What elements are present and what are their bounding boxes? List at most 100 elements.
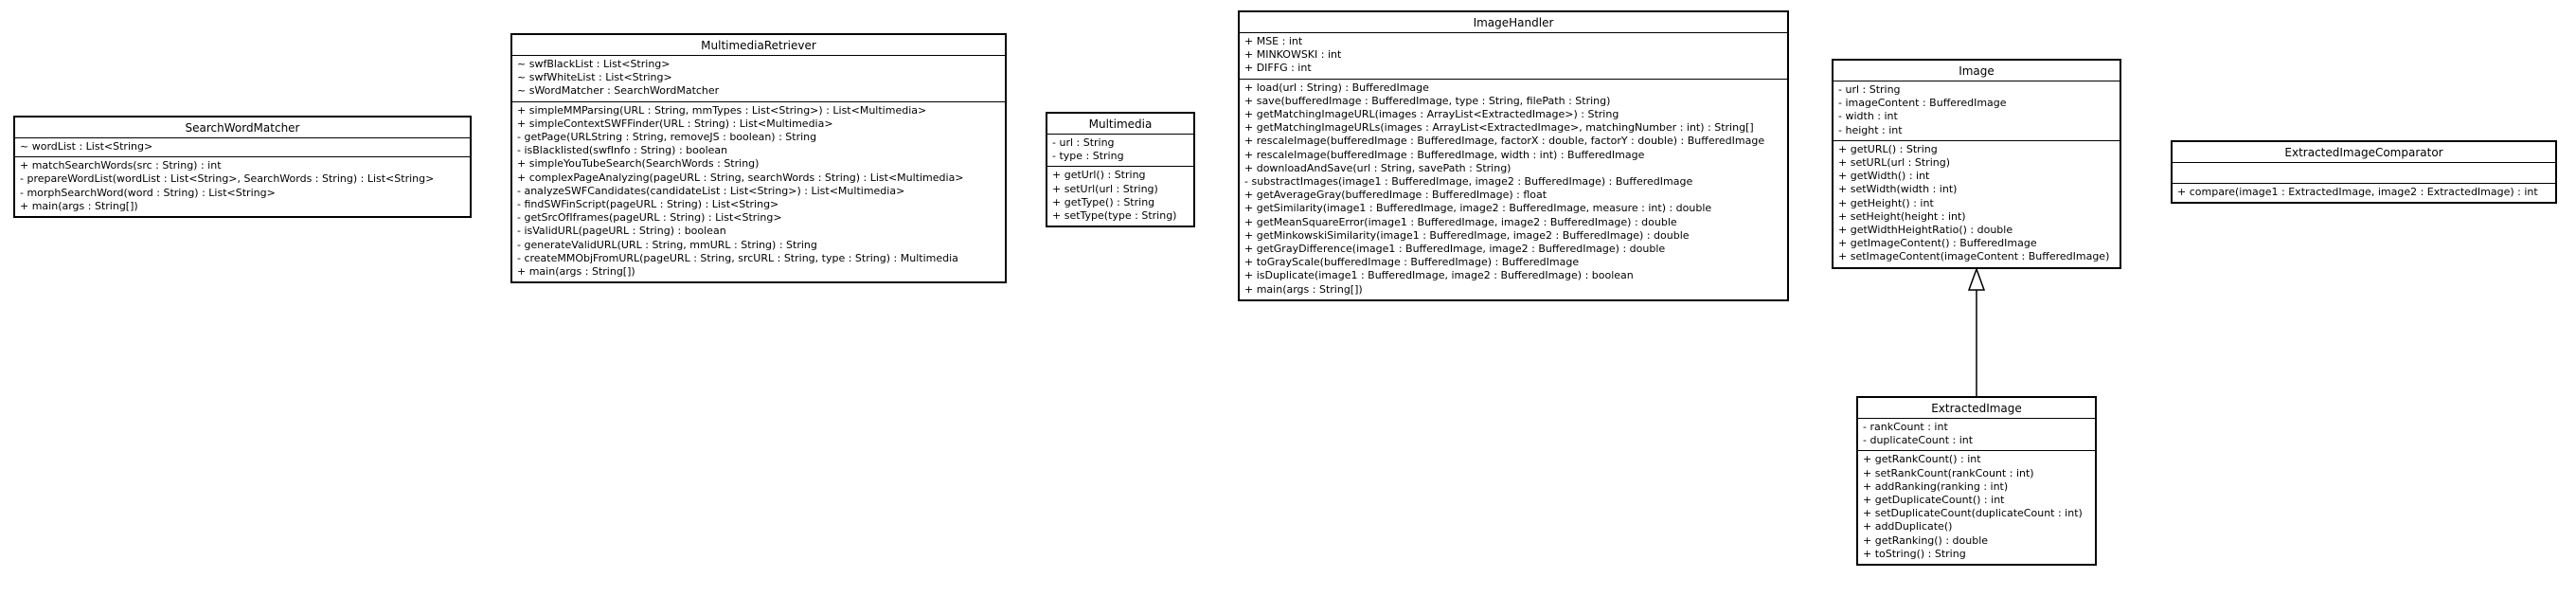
class-multimedia[interactable]: Multimedia - url : String- type : String… — [1046, 112, 1195, 228]
operations-compartment: + getRankCount() : int+ setRankCount(ran… — [1858, 451, 2095, 564]
operation-row: - morphSearchWord(word : String) : List<… — [20, 186, 276, 199]
operation-row: + toString() : String — [1863, 547, 1966, 560]
operation-row: - findSWFinScript(pageURL : String) : Li… — [517, 198, 779, 211]
operation-row: + getSimilarity(image1 : BufferedImage, … — [1244, 202, 1712, 215]
attributes-compartment — [2173, 163, 2555, 184]
attribute-row: ~ swfBlackList : List<String> — [517, 58, 671, 70]
class-image-handler[interactable]: ImageHandler + MSE : int+ MINKOWSKI : in… — [1238, 10, 1789, 301]
operation-row: - isBlacklisted(swfInfo : String) : bool… — [517, 144, 728, 157]
operation-row: + getURL() : String — [1838, 142, 1938, 155]
class-name: MultimediaRetriever — [512, 35, 1005, 56]
operation-row: + load(url : String) : BufferedImage — [1244, 81, 1429, 94]
operation-row: + setImageContent(imageContent : Buffere… — [1838, 250, 2110, 263]
operation-row: + getWidthHeightRatio() : double — [1838, 224, 2013, 237]
operation-row: + getGrayDifference(image1 : BufferedIma… — [1244, 243, 1666, 256]
operation-row: + downloadAndSave(url : String, savePath… — [1244, 161, 1512, 174]
operation-row: + isDuplicate(image1 : BufferedImage, im… — [1244, 269, 1634, 282]
operation-row: - analyzeSWFCandidates(candidateList : L… — [517, 184, 905, 197]
operation-row: - getPage(URLString : String, removeJS :… — [517, 131, 817, 144]
operation-row: + getUrl() : String — [1052, 169, 1146, 182]
attributes-compartment: - rankCount : int- duplicateCount : int — [1858, 419, 2095, 452]
attribute-row: - height : int — [1838, 123, 1903, 136]
operation-row: + getType() : String — [1052, 195, 1155, 208]
operation-row: + save(bufferedImage : BufferedImage, ty… — [1244, 94, 1611, 107]
operation-row: + getMatchingImageURLs(images : ArrayLis… — [1244, 121, 1754, 135]
operation-row: + simpleYouTubeSearch(SearchWords : Stri… — [517, 157, 760, 171]
class-image[interactable]: Image - url : String- imageContent : Buf… — [1832, 59, 2121, 269]
operation-row: + addRanking(ranking : int) — [1863, 479, 2009, 493]
operation-row: + matchSearchWords(src : String) : int — [20, 159, 222, 172]
operation-row: + main(args : String[]) — [1244, 282, 1363, 296]
class-name: Multimedia — [1047, 114, 1193, 135]
generalization-triangle-head — [1967, 266, 1986, 291]
operation-row: + getWidth() : int — [1838, 170, 1930, 183]
attribute-row: ~ swfWhiteList : List<String> — [517, 71, 672, 84]
operation-row: - isValidURL(pageURL : String) : boolean — [517, 225, 726, 238]
operation-row: + getRankCount() : int — [1863, 453, 1981, 466]
attribute-row: + MSE : int — [1244, 35, 1303, 47]
attribute-row: - duplicateCount : int — [1863, 434, 1974, 447]
attribute-row: - width : int — [1838, 110, 1898, 123]
class-extracted-image-comparator[interactable]: ExtractedImageComparator + compare(image… — [2171, 140, 2557, 205]
attributes-compartment: - url : String- imageContent : BufferedI… — [1834, 81, 2120, 141]
operations-compartment: + compare(image1 : ExtractedImage, image… — [2173, 184, 2555, 202]
operation-row: + simpleContextSWFFinder(URL : String) :… — [517, 117, 833, 130]
operation-row: + getMinkowskiSimilarity(image1 : Buffer… — [1244, 228, 1690, 242]
operation-row: + setRankCount(rankCount : int) — [1863, 466, 2034, 479]
operation-row: + getMatchingImageURL(images : ArrayList… — [1244, 108, 1619, 121]
class-name: ExtractedImage — [1858, 398, 2095, 419]
operation-row: + complexPageAnalyzing(pageURL : String,… — [517, 171, 964, 184]
attribute-row: - type : String — [1052, 150, 1124, 163]
operations-compartment: + load(url : String) : BufferedImage+ sa… — [1240, 80, 1787, 299]
operation-row: + toGrayScale(bufferedImage : BufferedIm… — [1244, 256, 1580, 269]
operation-row: + setDuplicateCount(duplicateCount : int… — [1863, 507, 2083, 520]
operation-row: + setUrl(url : String) — [1052, 182, 1158, 195]
attribute-row: ~ wordList : List<String> — [20, 140, 153, 153]
attribute-row: ~ sWordMatcher : SearchWordMatcher — [517, 84, 720, 98]
operation-row: + getHeight() : int — [1838, 196, 1934, 209]
class-name: ExtractedImageComparator — [2173, 142, 2555, 163]
class-name: Image — [1834, 61, 2120, 81]
operation-row: + setURL(url : String) — [1838, 156, 1951, 170]
operations-compartment: + getURL() : String+ setURL(url : String… — [1834, 141, 2120, 267]
class-multimedia-retriever[interactable]: MultimediaRetriever ~ swfBlackList : Lis… — [510, 33, 1007, 284]
operation-row: + main(args : String[]) — [20, 199, 138, 212]
operation-row: - substractImages(image1 : BufferedImage… — [1244, 175, 1693, 189]
operation-row: + setWidth(width : int) — [1838, 183, 1958, 196]
operation-row: + rescaleImage(bufferedImage : BufferedI… — [1244, 148, 1645, 161]
class-name: SearchWordMatcher — [15, 117, 470, 138]
operation-row: - createMMObjFromURL(pageURL : String, s… — [517, 251, 958, 264]
operation-row: - prepareWordList(wordList : List<String… — [20, 172, 435, 186]
attribute-row: - url : String — [1052, 136, 1115, 149]
class-extracted-image[interactable]: ExtractedImage - rankCount : int- duplic… — [1856, 396, 2097, 567]
operation-row: + getDuplicateCount() : int — [1863, 494, 2005, 507]
attributes-compartment: ~ wordList : List<String> — [15, 138, 470, 158]
operation-row: + main(args : String[]) — [517, 265, 635, 279]
attributes-compartment: ~ swfBlackList : List<String>~ swfWhiteL… — [512, 56, 1005, 102]
attribute-row: - url : String — [1838, 83, 1901, 96]
operation-row: - getSrcOfIframes(pageURL : String) : Li… — [517, 211, 782, 225]
operations-compartment: + getUrl() : String+ setUrl(url : String… — [1047, 167, 1193, 226]
attribute-row: - imageContent : BufferedImage — [1838, 97, 2007, 110]
operation-row: + getImageContent() : BufferedImage — [1838, 237, 2037, 250]
operation-row: + getRanking() : double — [1863, 533, 1989, 547]
attribute-row: - rankCount : int — [1863, 421, 1948, 433]
operations-compartment: + matchSearchWords(src : String) : int- … — [15, 157, 470, 216]
attributes-compartment: - url : String- type : String — [1047, 135, 1193, 168]
operation-row: + addDuplicate() — [1863, 520, 1953, 533]
operation-row: + getMeanSquareError(image1 : BufferedIm… — [1244, 215, 1677, 228]
attributes-compartment: + MSE : int+ MINKOWSKI : int+ DIFFG : in… — [1240, 33, 1787, 80]
operation-row: + rescaleImage(bufferedImage : BufferedI… — [1244, 135, 1765, 148]
operation-row: - generateValidURL(URL : String, mmURL :… — [517, 238, 817, 251]
attribute-row: + MINKOWSKI : int — [1244, 48, 1342, 62]
operation-row: + getAverageGray(bufferedImage : Buffere… — [1244, 189, 1547, 202]
operation-row: + simpleMMParsing(URL : String, mmTypes … — [517, 103, 927, 117]
class-name: ImageHandler — [1240, 12, 1787, 33]
operation-row: + setHeight(height : int) — [1838, 209, 1966, 223]
operation-row: + setType(type : String) — [1052, 209, 1177, 223]
operation-row: + compare(image1 : ExtractedImage, image… — [2177, 186, 2538, 198]
attribute-row: + DIFFG : int — [1244, 62, 1312, 75]
operations-compartment: + simpleMMParsing(URL : String, mmTypes … — [512, 102, 1005, 282]
class-search-word-matcher[interactable]: SearchWordMatcher ~ wordList : List<Stri… — [13, 116, 472, 219]
